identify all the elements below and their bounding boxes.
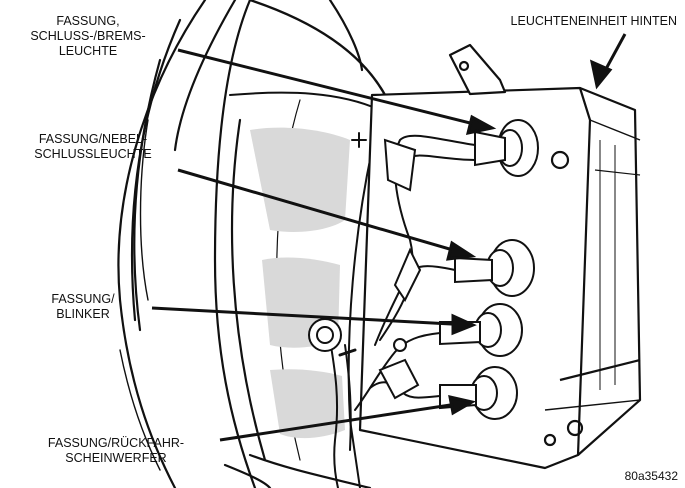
label-reverse-socket: FASSUNG/RÜCKFAHR- SCHEINWERFER	[47, 436, 185, 465]
arrow-brake	[465, 114, 497, 135]
arrow-fog	[446, 240, 477, 261]
arrow-turn	[451, 313, 477, 336]
leader-brake	[177, 48, 491, 130]
label-lamp-unit: LEUCHTENEINHEIT HINTEN	[510, 14, 677, 28]
leader-fog	[177, 168, 471, 257]
inner-shading	[250, 127, 350, 439]
leader-reverse	[219, 400, 471, 442]
figure-id: 80a35432	[624, 469, 678, 483]
vehicle-body-outline	[117, 0, 387, 488]
leader-turn	[151, 306, 471, 327]
arrow-unit	[589, 59, 613, 90]
label-turn-socket: FASSUNG/ BLINKER	[51, 292, 115, 321]
bulb-sockets	[439, 119, 539, 420]
arrow-reverse	[448, 395, 477, 416]
label-fog-socket: FASSUNG/NEBEL- SCHLUSSLEUCHTE	[34, 132, 152, 161]
wiring-harness	[308, 132, 476, 488]
leader-lines	[151, 33, 627, 442]
label-brake-socket: FASSUNG, SCHLUSS-/BREMS- LEUCHTE	[30, 14, 146, 58]
